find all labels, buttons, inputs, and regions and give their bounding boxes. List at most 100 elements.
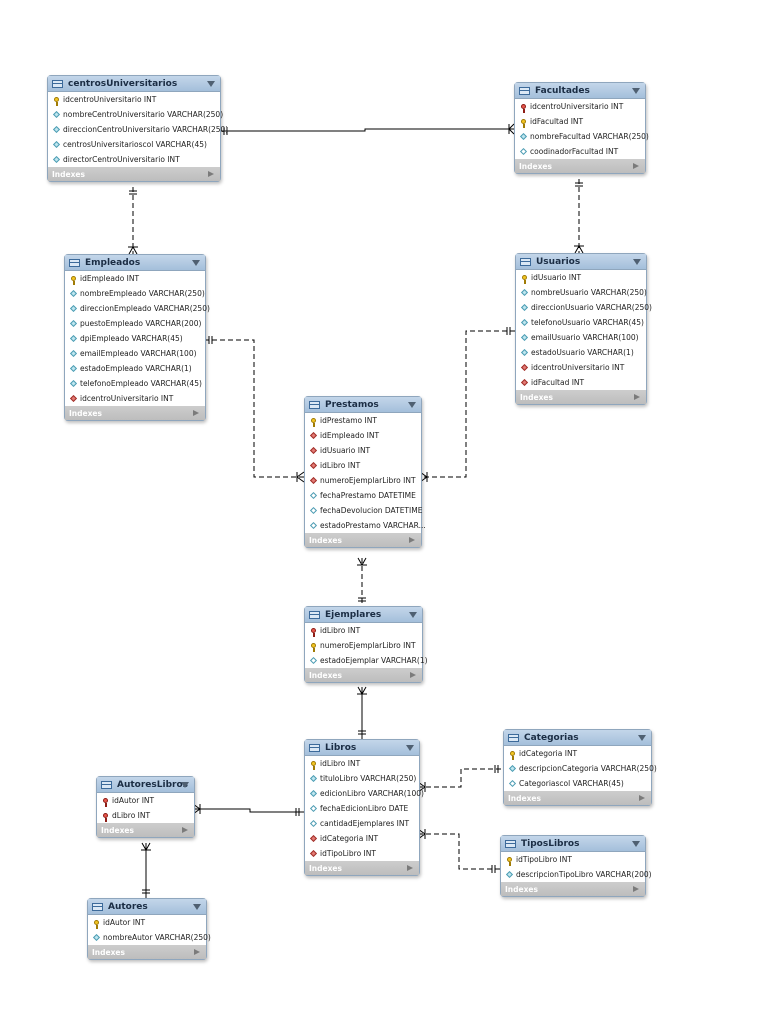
column-row[interactable]: fechaDevolucion DATETIME [305,503,422,518]
column-row[interactable]: idEmpleado INT [305,428,421,443]
column-row[interactable]: idPrestamo INT [305,413,421,428]
table-header[interactable]: Libros [305,740,419,756]
column-row[interactable]: idAutor INT [97,793,194,808]
column-row[interactable]: direccionEmpleado VARCHAR(250) [65,301,210,316]
column-row[interactable]: descripcionCategoria VARCHAR(250) [504,761,657,776]
column-row[interactable]: idCategoria INT [504,746,651,761]
column-row[interactable]: directorCentroUniversitario INT [48,152,220,167]
column-row[interactable]: nombreEmpleado VARCHAR(250) [65,286,205,301]
table-header[interactable]: TiposLibros [501,836,645,852]
column-row[interactable]: idUsuario INT [305,443,421,458]
column-row[interactable]: emailUsuario VARCHAR(100) [516,330,646,345]
collapse-arrow-icon[interactable] [408,402,416,408]
column-row[interactable]: nombreCentroUniversitario VARCHAR(250) [48,107,223,122]
table-header[interactable]: Ejemplares [305,607,422,623]
column-row[interactable]: idTipoLibro INT [305,846,419,861]
expand-arrow-icon[interactable] [633,886,639,892]
indexes-section[interactable]: Indexes [97,823,194,837]
column-row[interactable]: idTipoLibro INT [501,852,645,867]
column-row[interactable]: idcentroUniversitario INT [48,92,220,107]
column-row[interactable]: coodinadorFacultad INT [515,144,645,159]
expand-arrow-icon[interactable] [633,163,639,169]
column-row[interactable]: tituloLibro VARCHAR(250) [305,771,419,786]
table-header[interactable]: AutoresLibros [97,777,194,793]
collapse-arrow-icon[interactable] [409,612,417,618]
collapse-arrow-icon[interactable] [633,259,641,265]
column-row[interactable]: telefonoEmpleado VARCHAR(45) [65,376,205,391]
column-row[interactable]: idFacultad INT [516,375,646,390]
column-row[interactable]: fechaPrestamo DATETIME [305,488,421,503]
column-row[interactable]: estadoUsuario VARCHAR(1) [516,345,646,360]
column-row[interactable]: estadoEjemplar VARCHAR(1) [305,653,428,668]
collapse-arrow-icon[interactable] [193,904,201,910]
column-row[interactable]: emailEmpleado VARCHAR(100) [65,346,205,361]
expand-arrow-icon[interactable] [407,865,413,871]
column-row[interactable]: idcentroUniversitario INT [65,391,205,406]
column-row[interactable]: puestoEmpleado VARCHAR(200) [65,316,205,331]
column-row[interactable]: idUsuario INT [516,270,646,285]
expand-arrow-icon[interactable] [193,410,199,416]
table-header[interactable]: Prestamos [305,397,421,413]
column-row[interactable]: idLibro INT [305,458,421,473]
column-row[interactable]: direccionUsuario VARCHAR(250) [516,300,652,315]
column-row[interactable]: idcentroUniversitario INT [515,99,645,114]
column-row[interactable]: idCategoria INT [305,831,419,846]
column-row[interactable]: dLibro INT [97,808,194,823]
column-row[interactable]: edicionLibro VARCHAR(100) [305,786,424,801]
column-row[interactable]: Categoriascol VARCHAR(45) [504,776,651,791]
table-header[interactable]: centrosUniversitarios [48,76,220,92]
expand-arrow-icon[interactable] [634,394,640,400]
column-row[interactable]: idEmpleado INT [65,271,205,286]
column-row[interactable]: idLibro INT [305,623,422,638]
indexes-section[interactable]: Indexes [501,882,645,896]
table-header[interactable]: Empleados [65,255,205,271]
collapse-arrow-icon[interactable] [181,782,189,788]
indexes-section[interactable]: Indexes [48,167,220,181]
collapse-arrow-icon[interactable] [632,88,640,94]
column-row[interactable]: direccionCentroUniversitario VARCHAR(250… [48,122,228,137]
column-row[interactable]: centrosUniversitarioscol VARCHAR(45) [48,137,220,152]
expand-arrow-icon[interactable] [194,949,200,955]
expand-arrow-icon[interactable] [639,795,645,801]
column-row[interactable]: numeroEjemplarLibro INT [305,473,421,488]
column-row[interactable]: telefonoUsuario VARCHAR(45) [516,315,646,330]
indexes-section[interactable]: Indexes [504,791,651,805]
collapse-arrow-icon[interactable] [632,841,640,847]
column-row[interactable]: descripcionTipoLibro VARCHAR(200) [501,867,652,882]
indexes-section[interactable]: Indexes [305,861,419,875]
expand-arrow-icon[interactable] [410,672,416,678]
expand-arrow-icon[interactable] [208,171,214,177]
column-row[interactable]: dpiEmpleado VARCHAR(45) [65,331,205,346]
table-header[interactable]: Categorias [504,730,651,746]
column-row[interactable]: fechaEdicionLibro DATE [305,801,419,816]
indexes-section[interactable]: Indexes [516,390,646,404]
column-row[interactable]: numeroEjemplarLibro INT [305,638,422,653]
column-row[interactable]: idAutor INT [88,915,206,930]
column-row[interactable]: nombreFacultad VARCHAR(250) [515,129,649,144]
column-row[interactable]: nombreUsuario VARCHAR(250) [516,285,647,300]
column-row[interactable]: estadoEmpleado VARCHAR(1) [65,361,205,376]
collapse-arrow-icon[interactable] [192,260,200,266]
indexes-section[interactable]: Indexes [305,668,422,682]
column-row[interactable]: idLibro INT [305,756,419,771]
column-row[interactable]: idcentroUniversitario INT [516,360,646,375]
table-header[interactable]: Usuarios [516,254,646,270]
table-header[interactable]: Facultades [515,83,645,99]
expand-arrow-icon[interactable] [409,537,415,543]
table-header[interactable]: Autores [88,899,206,915]
indexes-section[interactable]: Indexes [305,533,421,547]
indexes-section[interactable]: Indexes [515,159,645,173]
collapse-arrow-icon[interactable] [406,745,414,751]
column-row[interactable]: estadoPrestamo VARCHAR... [305,518,426,533]
collapse-arrow-icon[interactable] [207,81,215,87]
